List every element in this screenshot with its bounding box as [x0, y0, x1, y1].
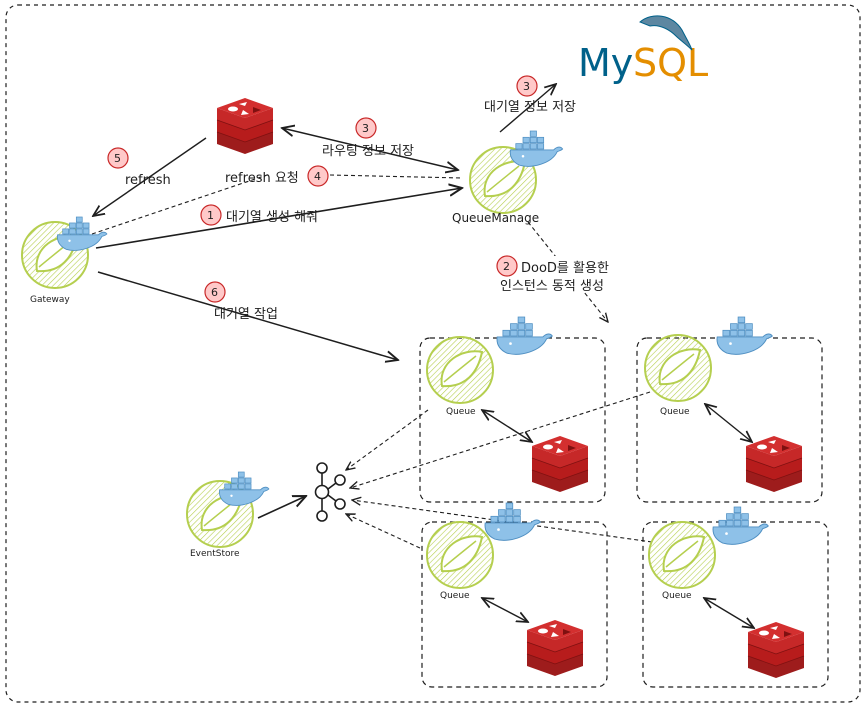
- docker-icon: [484, 502, 541, 541]
- docker-icon: [496, 316, 553, 355]
- spring-icon: [426, 521, 494, 589]
- step-badge: [307, 165, 329, 187]
- docker-icon: [509, 130, 564, 167]
- svg-text:1: 1: [207, 209, 214, 222]
- step-badge: [355, 117, 377, 139]
- arrow-refresh-request: [91, 173, 271, 235]
- mysql-logo: My SQL: [578, 15, 708, 85]
- step-label: 라우팅 정보 저장: [322, 144, 414, 159]
- queue-label: Queue: [660, 407, 690, 417]
- arrow-queue-info-save: [499, 84, 556, 133]
- arrow-queue-work: [97, 271, 398, 360]
- docker-icon: [57, 216, 108, 251]
- svg-text:SQL: SQL: [633, 41, 708, 85]
- svg-text:4: 4: [314, 170, 321, 183]
- queue-label: Queue: [446, 407, 476, 417]
- queue-manage-label: QueueManage: [452, 211, 539, 225]
- arrow-eventstore-kafka: [257, 496, 306, 519]
- queue-label: Queue: [662, 591, 692, 601]
- spring-icon: [426, 336, 494, 404]
- docker-icon: [712, 506, 769, 545]
- spring-icon: [648, 521, 716, 589]
- docker-icon: [716, 316, 773, 355]
- arrow-refresh: [93, 137, 207, 216]
- redis-icon: [526, 619, 584, 677]
- arrow-routing-save: [282, 128, 458, 170]
- spring-icon: [644, 334, 712, 402]
- arrow-create-queue: [95, 188, 462, 249]
- step-label: 대기열 생성 해줘: [226, 210, 318, 225]
- svg-text:3: 3: [523, 80, 530, 93]
- step-label: refresh 요청: [225, 171, 299, 186]
- redis-icon: [747, 621, 805, 679]
- dolphin-icon: [639, 15, 693, 51]
- step-label: DooD를 활용한: [521, 261, 609, 276]
- step-badge: [516, 75, 538, 97]
- step-badge: [200, 204, 222, 226]
- docker-icon: [219, 471, 270, 506]
- redis-icon: [216, 97, 274, 155]
- outer-frame: [5, 4, 861, 703]
- svg-text:My: My: [578, 41, 633, 85]
- gateway-label: Gateway: [30, 295, 70, 305]
- event-store-label: EventStore: [190, 549, 240, 559]
- step-badge: [496, 255, 518, 277]
- step-badge: [107, 147, 129, 169]
- queue-label: Queue: [440, 591, 470, 601]
- step-label: 대기열 정보 저장: [484, 100, 576, 115]
- svg-text:5: 5: [114, 152, 121, 165]
- step-label: refresh: [125, 173, 171, 188]
- step-label: 인스턴스 동적 생성: [500, 279, 604, 294]
- svg-text:2: 2: [503, 260, 510, 273]
- redis-icon: [531, 435, 589, 493]
- svg-text:6: 6: [211, 286, 218, 299]
- kafka-icon: [314, 462, 346, 522]
- svg-text:3: 3: [362, 122, 369, 135]
- step-badge: [204, 281, 226, 303]
- step-label: 대기열 작업: [214, 307, 278, 322]
- redis-icon: [745, 435, 803, 493]
